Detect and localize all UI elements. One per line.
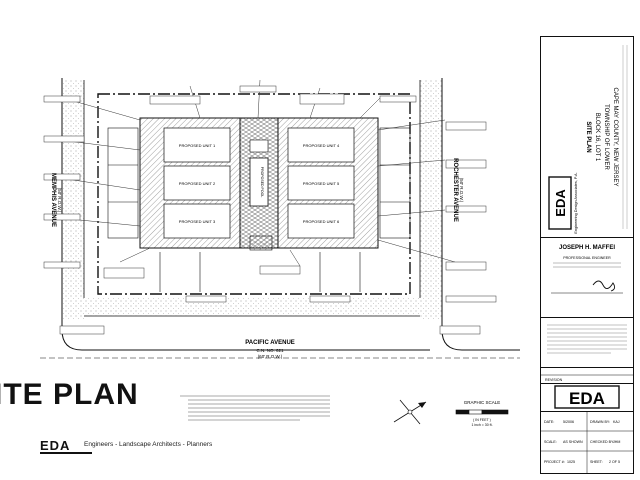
field-value: 1025 — [567, 460, 575, 464]
field-label: DRAWN BY: — [590, 420, 610, 424]
graphic-scale-bar — [455, 409, 509, 415]
field-label: SCALE: — [544, 440, 557, 444]
unit-2-outline — [163, 165, 231, 201]
revision-table: REVISION — [541, 374, 633, 382]
callout-notes — [43, 85, 497, 335]
unit-5-label: PROPOSED UNIT 5 — [303, 181, 340, 186]
footer-tagline: Engineers - Landscape Architects - Plann… — [84, 441, 213, 448]
title-block-header: EDA Engineering Design Associates, P.A. … — [541, 37, 633, 238]
project-fields-table: DATE: 5/2006 DRAWN BY: KAJ SCALE: AS SHO… — [541, 411, 633, 473]
unit-5-outline — [287, 165, 355, 201]
pacific-avenue-label: PACIFIC AVENUE — [245, 340, 295, 346]
site-plan-drawing: PACIFIC AVENUE C.N. NO. 621 (60' R.O.W.)… — [40, 78, 520, 427]
field-label: PROJECT #: — [544, 460, 565, 464]
courtyard — [239, 117, 279, 249]
right-sidewalk — [420, 80, 442, 320]
bottom-sidewalk — [84, 298, 420, 316]
leader-lines — [59, 79, 456, 267]
engineer-signature — [592, 280, 616, 292]
revision-block: REVISION — [541, 367, 633, 384]
footer-logo: EDA — [40, 438, 71, 453]
revision-label: REVISION — [545, 378, 563, 382]
pacific-avenue-detail-2: (60' R.O.W.) — [258, 354, 283, 359]
left-sidewalk — [62, 80, 84, 320]
courtyard-steps — [249, 235, 273, 251]
footer-divider — [40, 452, 92, 454]
pacific-avenue-detail-1: C.N. NO. 621 — [256, 348, 284, 353]
graphic-scale-note-2: 1 inch = 30 ft. — [471, 423, 492, 427]
bottom-logo-graphic: EDA — [554, 385, 620, 409]
notes-lines — [547, 324, 627, 354]
project-fields: DATE: 5/2006 DRAWN BY: KAJ SCALE: AS SHO… — [541, 411, 633, 473]
project-line-4: CAPE MAY COUNTY, NEW JERSEY — [612, 87, 618, 186]
rochester-avenue-label: ROCHESTER AVENUE — [452, 158, 458, 222]
unit-4-outline — [287, 127, 355, 163]
general-notes — [180, 395, 330, 421]
unit-6-label: PROPOSED UNIT 6 — [303, 219, 340, 224]
unit-1-outline — [163, 127, 231, 163]
graphic-scale-title: GRAPHIC SCALE — [464, 400, 501, 405]
title-block: EDA Engineering Design Associates, P.A. … — [540, 36, 634, 474]
sheet-title: ITE PLAN — [0, 378, 139, 411]
engineer-seal-graphic: JOSEPH H. MAFFEI PROFESSIONAL ENGINEER — [551, 245, 623, 294]
project-line-1: SITE PLAN — [585, 121, 591, 152]
firm-subtitle: Engineering Design Associates, P.A. — [574, 172, 578, 233]
project-line-2: BLOCK 16, LOT 1 — [594, 113, 600, 162]
unit-4-label: PROPOSED UNIT 4 — [303, 143, 340, 148]
driveways — [107, 127, 411, 292]
field-label: DATE: — [544, 420, 554, 424]
bottom-logo-block: EDA — [541, 383, 633, 412]
field-value: JHM — [613, 440, 620, 444]
field-label: SHEET: — [590, 460, 603, 464]
project-line-3: TOWNSHIP OF LOWER — [603, 104, 609, 170]
rochester-avenue-detail: (50' R.O.W.) — [459, 178, 464, 203]
firm-logo: EDA — [553, 189, 568, 217]
spa-outline — [249, 139, 269, 153]
unit-3-label: PROPOSED UNIT 3 — [179, 219, 216, 224]
field-value: 2 OF 5 — [609, 460, 620, 464]
unit-2-label: PROPOSED UNIT 2 — [179, 181, 216, 186]
north-arrow-icon — [393, 399, 427, 425]
title-block-header-graphic: EDA Engineering Design Associates, P.A. … — [548, 45, 628, 234]
bottom-logo: EDA — [569, 389, 605, 408]
graphic-scale-note-1: ( IN FEET ) — [473, 418, 491, 422]
unit-6-outline — [287, 203, 355, 239]
unit-1-label: PROPOSED UNIT 1 — [179, 143, 216, 148]
notes-block — [541, 317, 633, 368]
pool-outline — [249, 157, 269, 207]
field-value: 5/2006 — [563, 420, 574, 424]
field-value: KAJ — [613, 420, 620, 424]
engineer-title: PROFESSIONAL ENGINEER — [563, 256, 611, 260]
memphis-avenue-detail: (50' R.O.W.) — [57, 188, 62, 213]
field-value: AS SHOWN — [563, 440, 583, 444]
field-label: CHECKED BY: — [590, 440, 614, 444]
unit-3-outline — [163, 203, 231, 239]
pool-label: PROPOSED POOL — [260, 167, 264, 198]
memphis-avenue-label: MEMPHIS AVENUE — [50, 173, 56, 227]
engineer-name: JOSEPH H. MAFFEI — [559, 245, 615, 251]
engineer-seal-block: JOSEPH H. MAFFEI PROFESSIONAL ENGINEER — [541, 237, 633, 318]
